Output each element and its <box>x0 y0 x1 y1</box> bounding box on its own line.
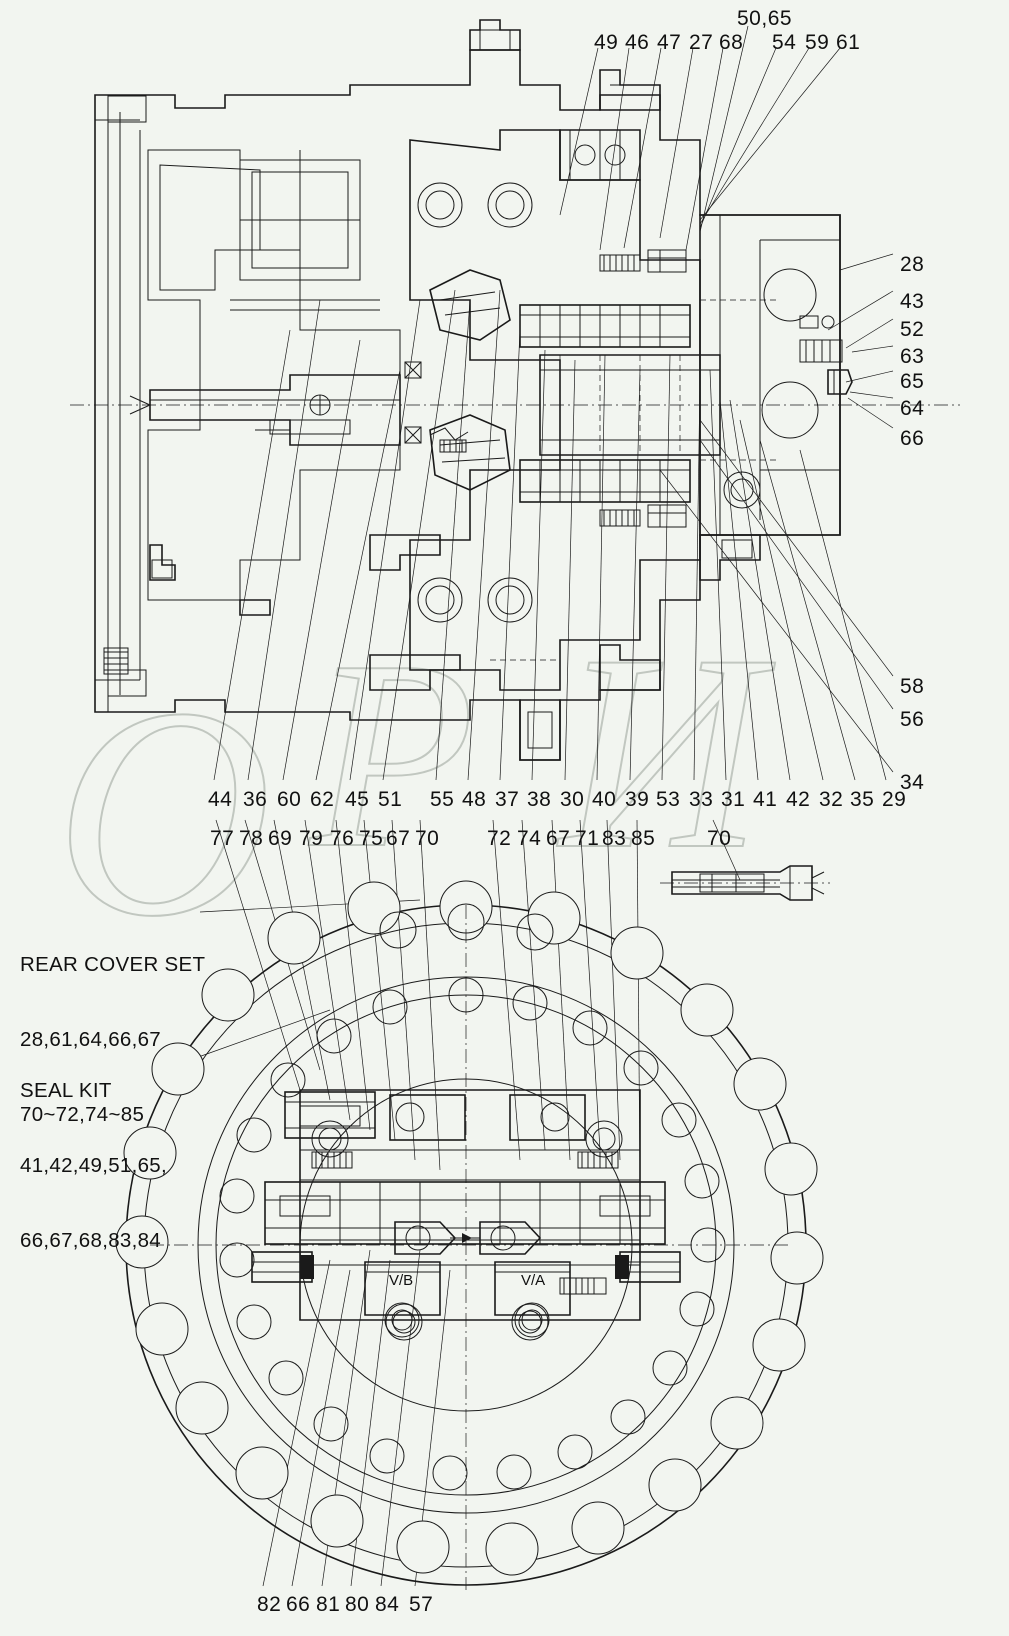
port-tag-va: V/A <box>521 1272 546 1289</box>
callout-60: 60 <box>277 788 302 811</box>
sprocket-teeth <box>115 880 824 1576</box>
callout-39: 39 <box>625 788 650 811</box>
callout-74: 74 <box>517 827 542 850</box>
callout-61: 61 <box>836 31 861 54</box>
lower-centre-block <box>150 905 790 1590</box>
callout-56: 56 <box>900 708 925 731</box>
callout-28: 28 <box>900 253 925 276</box>
x-marker-2 <box>404 426 422 444</box>
rear-cover-set-line2: 70~72,74~85 <box>20 1103 145 1126</box>
callout-85: 85 <box>631 827 656 850</box>
callout-55: 55 <box>430 788 455 811</box>
callout-79: 79 <box>299 827 324 850</box>
callout-42: 42 <box>786 788 811 811</box>
rear-cover-set-title: REAR COVER SET <box>20 953 206 976</box>
callout-34: 34 <box>900 771 925 794</box>
callout-41: 41 <box>753 788 778 811</box>
rear-cover-set-line1: 28,61,64,66,67 <box>20 1028 161 1051</box>
callout-62: 62 <box>310 788 335 811</box>
callout-53: 53 <box>656 788 681 811</box>
callout-71: 71 <box>575 827 600 850</box>
leader-lines-right <box>659 253 894 773</box>
callout-58: 58 <box>900 675 925 698</box>
leader-lines-bottom-2 <box>215 819 741 1181</box>
callout-27: 27 <box>689 31 714 54</box>
rear-cover-set-block: REAR COVER SET 28,61,64,66,67 70~72,74~8… <box>20 902 205 1177</box>
callout-67: 67 <box>386 827 411 850</box>
callout-70: 70 <box>707 827 732 850</box>
callout-48: 48 <box>462 788 487 811</box>
upper-section-view <box>70 19 960 761</box>
callout-36: 36 <box>243 788 268 811</box>
callout-83: 83 <box>602 827 627 850</box>
port-tag-vb: V/B <box>389 1272 414 1289</box>
callout-81: 81 <box>316 1593 341 1616</box>
callout-52: 52 <box>900 318 925 341</box>
callout-66: 66 <box>286 1593 311 1616</box>
callout-46: 46 <box>625 31 650 54</box>
callout-47: 47 <box>657 31 682 54</box>
leader-lines-bottom-1 <box>213 289 887 781</box>
callout-59: 59 <box>805 31 830 54</box>
seal-kit-line1: 41,42,49,51,65, <box>20 1154 167 1177</box>
callout-31: 31 <box>721 788 746 811</box>
callout-75: 75 <box>359 827 384 850</box>
callout-43: 43 <box>900 290 925 313</box>
fastener-circles <box>311 903 623 1341</box>
callout-33: 33 <box>689 788 714 811</box>
callout-67: 67 <box>546 827 571 850</box>
callout-70: 70 <box>415 827 440 850</box>
callout-66: 66 <box>900 427 925 450</box>
bolt-holes <box>219 977 726 1491</box>
callout-63: 63 <box>900 345 925 368</box>
callout-54: 54 <box>772 31 797 54</box>
callout-72: 72 <box>487 827 512 850</box>
x-marker-1 <box>404 361 422 379</box>
seal-kit-block: SEAL KIT 41,42,49,51,65, 66,67,68,83,84 <box>20 1028 167 1303</box>
callout-37: 37 <box>495 788 520 811</box>
callout-50-65: 50,65 <box>737 7 793 30</box>
callout-57: 57 <box>409 1593 434 1616</box>
callout-40: 40 <box>592 788 617 811</box>
leader-lines-top <box>559 25 841 251</box>
callout-38: 38 <box>527 788 552 811</box>
callout-76: 76 <box>330 827 355 850</box>
callout-77: 77 <box>210 827 235 850</box>
callout-32: 32 <box>819 788 844 811</box>
callout-51: 51 <box>378 788 403 811</box>
seal-kit-title: SEAL KIT <box>20 1079 112 1102</box>
callout-49: 49 <box>594 31 619 54</box>
callout-65: 65 <box>900 370 925 393</box>
callout-84: 84 <box>375 1593 400 1616</box>
lower-end-view <box>115 880 824 1590</box>
callout-35: 35 <box>850 788 875 811</box>
callout-78: 78 <box>239 827 264 850</box>
callout-68: 68 <box>719 31 744 54</box>
callout-80: 80 <box>345 1593 370 1616</box>
detail-part-70 <box>660 865 830 901</box>
callout-64: 64 <box>900 397 925 420</box>
callout-30: 30 <box>560 788 585 811</box>
callout-44: 44 <box>208 788 233 811</box>
callout-29: 29 <box>882 788 907 811</box>
seal-kit-line2: 66,67,68,83,84 <box>20 1229 161 1252</box>
callout-69: 69 <box>268 827 293 850</box>
callout-82: 82 <box>257 1593 282 1616</box>
callout-45: 45 <box>345 788 370 811</box>
